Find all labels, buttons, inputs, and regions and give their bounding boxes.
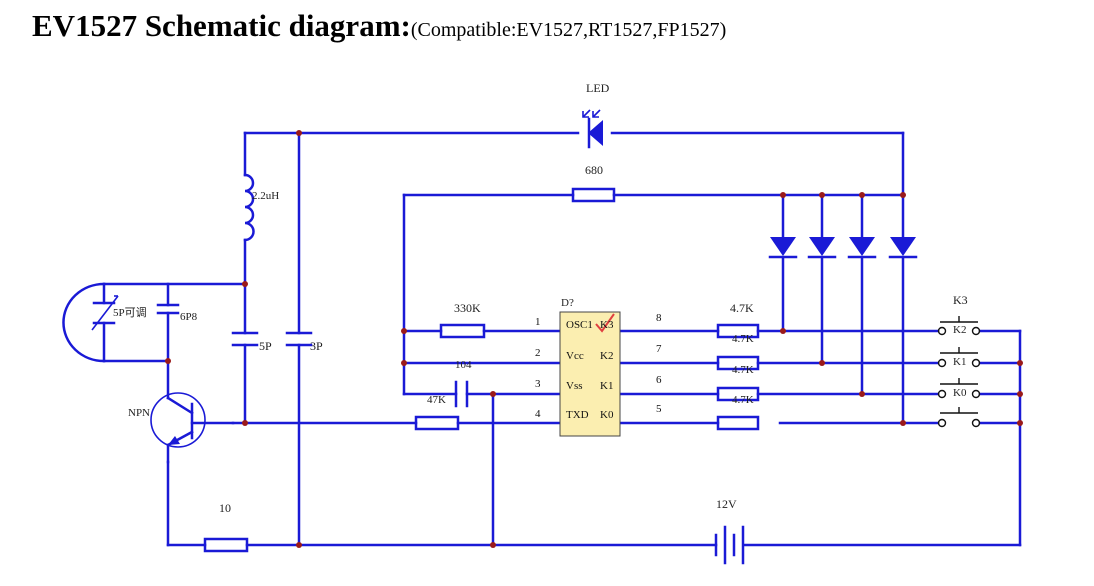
ic-pin-name: K1: [600, 380, 613, 392]
ic-pin-number: 6: [656, 374, 662, 386]
resistor-680: 680: [571, 163, 616, 203]
switch-k3: K3 K2: [937, 293, 981, 336]
diagram-subtitle: (Compatible:EV1527,RT1527,FP1527): [410, 19, 727, 41]
ic-pin-name: K2: [600, 350, 613, 362]
diagram-title: EV1527 Schematic diagram:: [32, 8, 411, 43]
ic-pin-number: 8: [656, 312, 662, 324]
ic-pin-number: 5: [656, 403, 662, 415]
push-switches: K3 K2 K1 K0: [937, 293, 981, 428]
junctions: [165, 130, 1023, 548]
r47k-k0-label: 4.7K: [732, 394, 754, 406]
switch-k2: K1: [937, 347, 981, 368]
ic-ev1527: D? 1 2 3 4 OSC1 Vcc Vss TXD K3 K2 K1 K0 …: [535, 297, 662, 437]
diagram-header: EV1527 Schematic diagram:(Compatible:EV1…: [32, 8, 726, 44]
r47k-k3-label: 4.7K: [730, 301, 754, 315]
npn-transistor: NPN: [128, 392, 235, 464]
switch-label: K3: [953, 293, 968, 307]
resistor-47k: 47K: [414, 394, 460, 431]
ic-pin-number: 4: [535, 408, 541, 420]
cap-3p-label: 3P: [310, 339, 323, 353]
r330k-label: 330K: [454, 301, 481, 315]
wires: [62, 131, 1022, 547]
battery-12v: 12V: [714, 497, 745, 565]
r10-label: 10: [219, 501, 231, 515]
cap-104-label: 104: [455, 359, 472, 371]
ic-pin-number: 3: [535, 378, 541, 390]
variable-capacitor: 5P可调: [91, 295, 147, 331]
diodes: [768, 237, 918, 259]
cap-6p8-label: 6P8: [180, 311, 198, 323]
switch-inline-label: K2: [953, 324, 966, 336]
r47k-label: 47K: [427, 394, 446, 406]
ic-pin-name: TXD: [566, 409, 589, 421]
capacitor-3p: 3P: [285, 331, 323, 353]
led: LED: [582, 81, 610, 149]
resistor-330k: 330K: [439, 301, 486, 339]
ic-pin-name: K3: [600, 319, 614, 331]
r680-label: 680: [585, 163, 603, 177]
ic-pin-name: Vss: [566, 380, 583, 392]
ic-pin-name: OSC1: [566, 319, 593, 331]
ic-pin-name: Vcc: [566, 350, 584, 362]
inductor: 2.2uH: [243, 173, 279, 242]
led-label: LED: [586, 81, 610, 95]
r47k-k1-label: 4.7K: [732, 364, 754, 376]
ic-ref-label: D?: [561, 297, 574, 309]
capacitor-104: 104: [454, 359, 472, 408]
resistor-10: 10: [203, 501, 249, 553]
ic-pin-number: 1: [535, 316, 541, 328]
switch-inline-label: K1: [953, 356, 966, 368]
ic-pin-name: K0: [600, 409, 614, 421]
ic-pin-number: 2: [535, 347, 541, 359]
r47k-k2-label: 4.7K: [732, 333, 754, 345]
switch-k1: K0: [937, 378, 981, 399]
npn-label: NPN: [128, 407, 150, 419]
var-cap-label: 5P可调: [113, 306, 147, 319]
switch-k0: [937, 407, 981, 428]
inductor-label: 2.2uH: [252, 190, 279, 202]
battery-label: 12V: [716, 497, 737, 511]
key-resistors: 4.7K 4.7K 4.7K 4.7K: [716, 301, 760, 431]
capacitor-5p: 5P: [231, 331, 272, 353]
ic-pin-number: 7: [656, 343, 662, 355]
cap-5p-label: 5P: [259, 339, 272, 353]
capacitor-6p8: 6P8: [156, 303, 198, 323]
switch-inline-label: K0: [953, 387, 967, 399]
